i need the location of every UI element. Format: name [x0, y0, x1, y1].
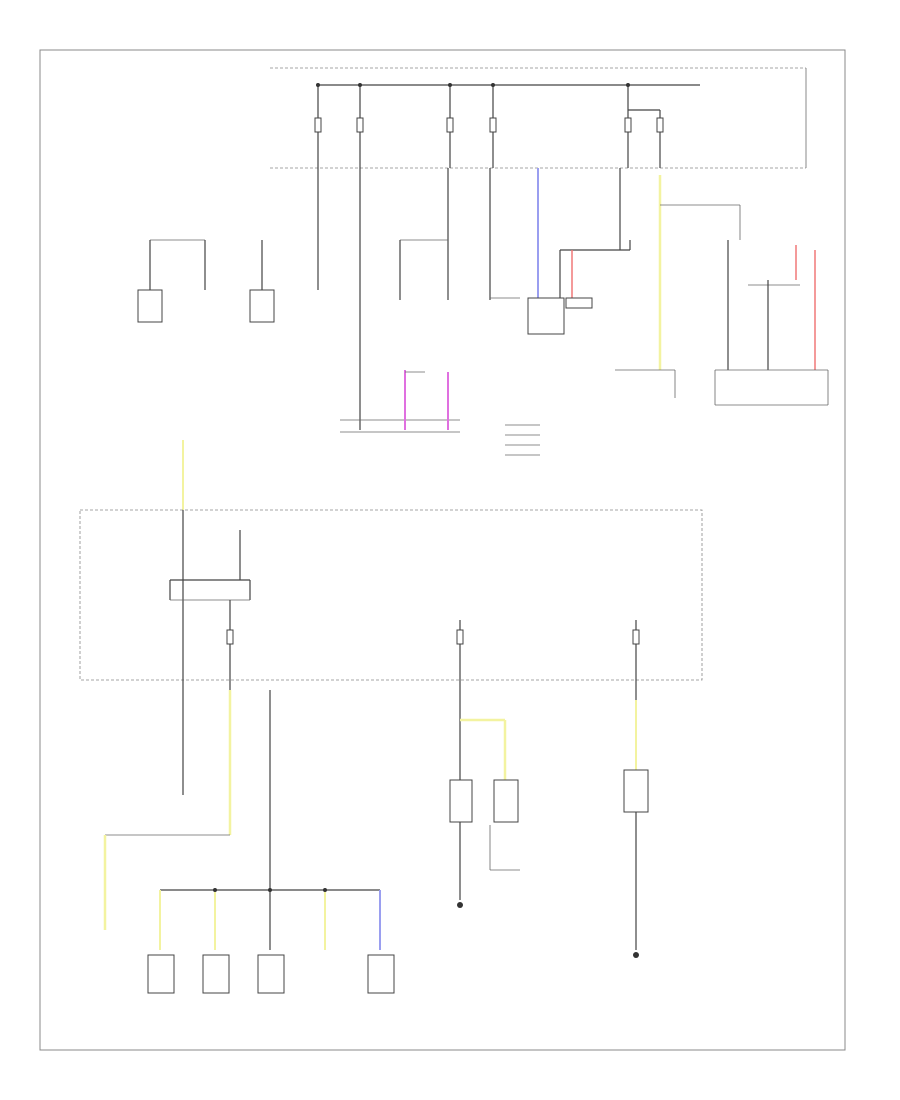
top-section-wires — [149, 168, 829, 433]
top-fuse-box — [270, 67, 807, 169]
middle-fuse-box — [79, 440, 703, 690]
bottom-components — [147, 769, 649, 994]
connector-legend — [505, 424, 540, 456]
top-components — [137, 289, 593, 335]
diagram-border — [39, 49, 846, 1051]
bottom-section-wires — [103, 690, 637, 950]
